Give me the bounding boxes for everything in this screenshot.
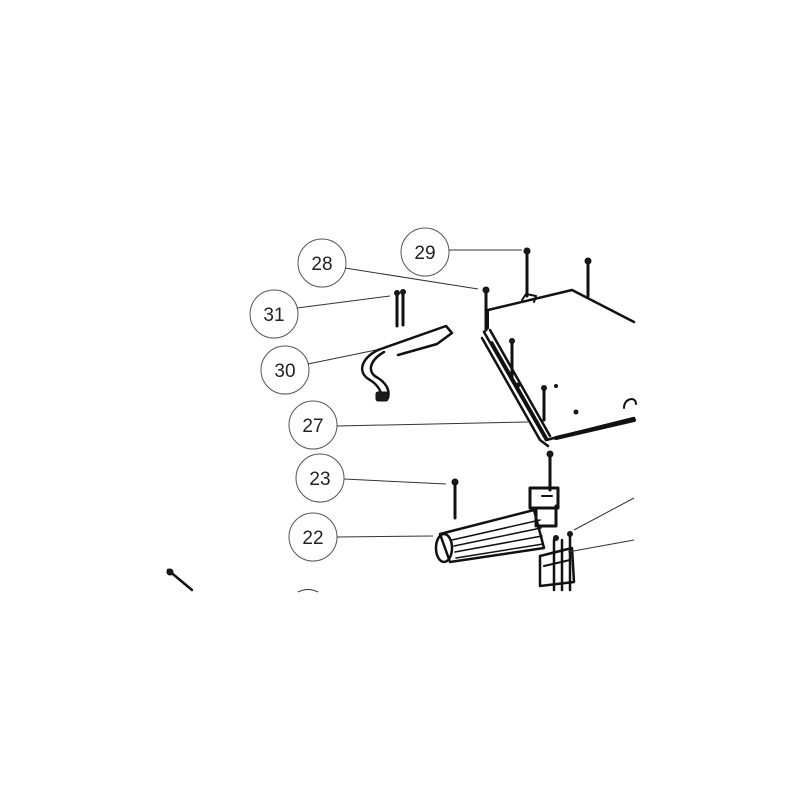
callout-29: 29 [400, 227, 522, 277]
leader-line-28 [344, 267, 479, 290]
callout-23: 23 [295, 453, 447, 503]
leader-line-right-2 [567, 539, 635, 553]
leader-line-22 [336, 535, 434, 538]
callout-22-label: 22 [302, 528, 323, 549]
screw-23 [451, 478, 459, 520]
callout-30: 30 [260, 345, 377, 395]
pins-31 [394, 289, 406, 328]
fan-bracket [528, 486, 560, 528]
screw-upper-right [584, 257, 592, 298]
leader-line-31 [296, 295, 391, 309]
lower-right-hardware [538, 531, 576, 592]
callout-30-label: 30 [274, 361, 295, 382]
bracket-30 [360, 324, 454, 402]
leader-line-27 [336, 421, 529, 427]
tangential-fan-22 [434, 508, 546, 564]
lower-left-partial-part [166, 568, 194, 592]
leader-line-23 [343, 478, 447, 485]
callout-31: 31 [249, 289, 391, 339]
partial-callout [297, 589, 319, 593]
callout-22: 22 [288, 512, 434, 562]
main-plate [482, 288, 637, 442]
screw-29 [523, 247, 531, 298]
callout-27-label: 27 [302, 416, 323, 437]
rail-27 [480, 336, 550, 448]
screw-center [546, 450, 554, 492]
callout-27: 27 [288, 400, 529, 450]
callout-29-label: 29 [414, 243, 435, 264]
callout-31-label: 31 [263, 305, 284, 326]
callout-28: 28 [297, 238, 479, 290]
callout-23-label: 23 [309, 469, 330, 490]
leader-line-30 [307, 349, 377, 365]
screw-28 [482, 286, 490, 332]
callout-28-label: 28 [311, 254, 332, 275]
leader-line-right-1 [573, 497, 635, 531]
